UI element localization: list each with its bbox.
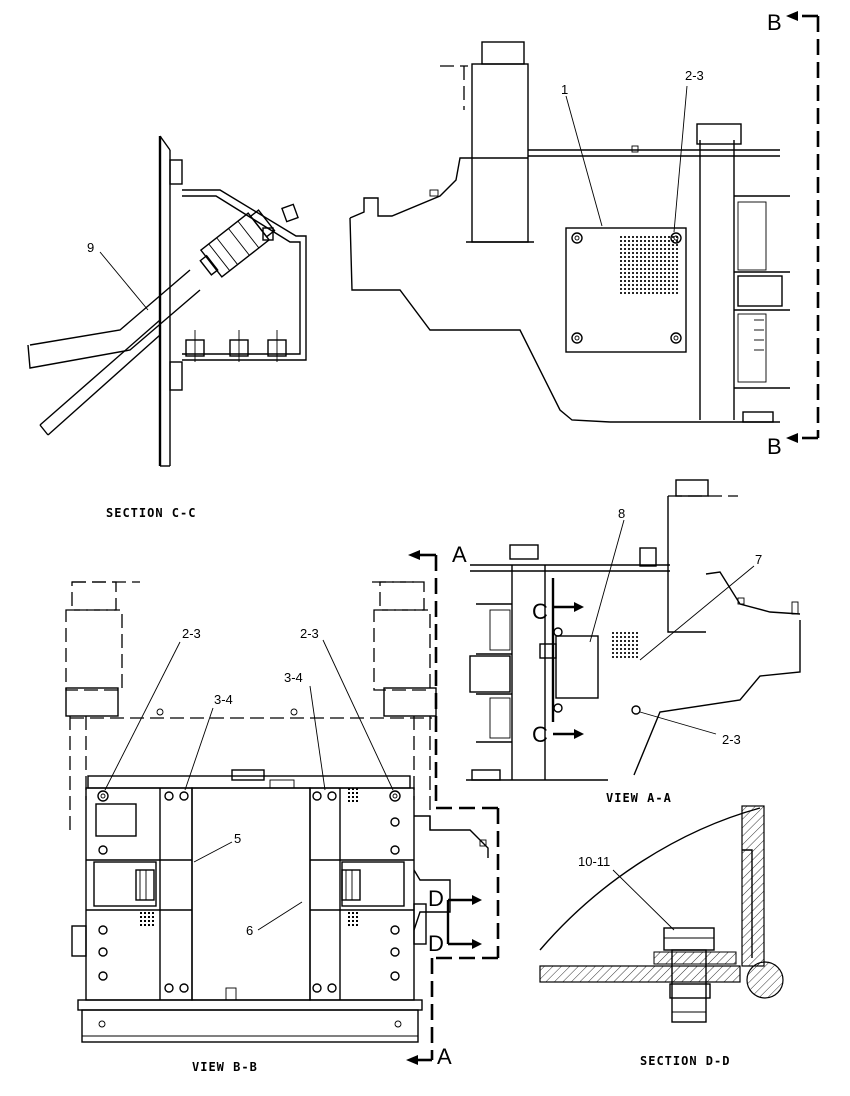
callout-9: 9 <box>87 240 94 255</box>
section-mark-c-top: C <box>532 599 548 624</box>
section-mark-b-bottom: B <box>767 434 782 459</box>
top-right-view-drawing <box>349 11 820 443</box>
section-dd-drawing <box>539 805 784 1023</box>
callout-2-3-bb-right: 2-3 <box>300 626 319 641</box>
callout-8: 8 <box>618 506 625 521</box>
caption-view-aa: VIEW A-A <box>606 791 672 805</box>
section-cc-drawing <box>27 135 307 467</box>
view-bb-drawing <box>65 550 500 1065</box>
callout-1: 1 <box>561 82 568 97</box>
caption-section-dd: SECTION D-D <box>640 1054 730 1068</box>
callout-3-4-right: 3-4 <box>284 670 303 685</box>
callout-5: 5 <box>234 831 241 846</box>
section-mark-d-top: D <box>428 886 444 911</box>
callout-3-4-left: 3-4 <box>214 692 233 707</box>
bb-bolts <box>97 708 401 993</box>
view-aa-drawing <box>466 479 801 781</box>
callout-2-3-top: 2-3 <box>685 68 704 83</box>
callout-10-11: 10-11 <box>578 854 610 869</box>
caption-section-cc: SECTION C-C <box>106 506 196 520</box>
callout-2-3-view-aa: 2-3 <box>722 732 741 747</box>
callout-7: 7 <box>755 552 762 567</box>
section-mark-a-top: A <box>452 542 467 567</box>
callout-6: 6 <box>246 923 253 938</box>
section-mark-a-bottom: A <box>437 1044 452 1069</box>
section-mark-c-bottom: C <box>532 722 548 747</box>
callout-2-3-bb-left: 2-3 <box>182 626 201 641</box>
caption-view-bb: VIEW B-B <box>192 1060 258 1074</box>
section-mark-b-top: B <box>767 10 782 35</box>
section-mark-d-bottom: D <box>428 931 444 956</box>
